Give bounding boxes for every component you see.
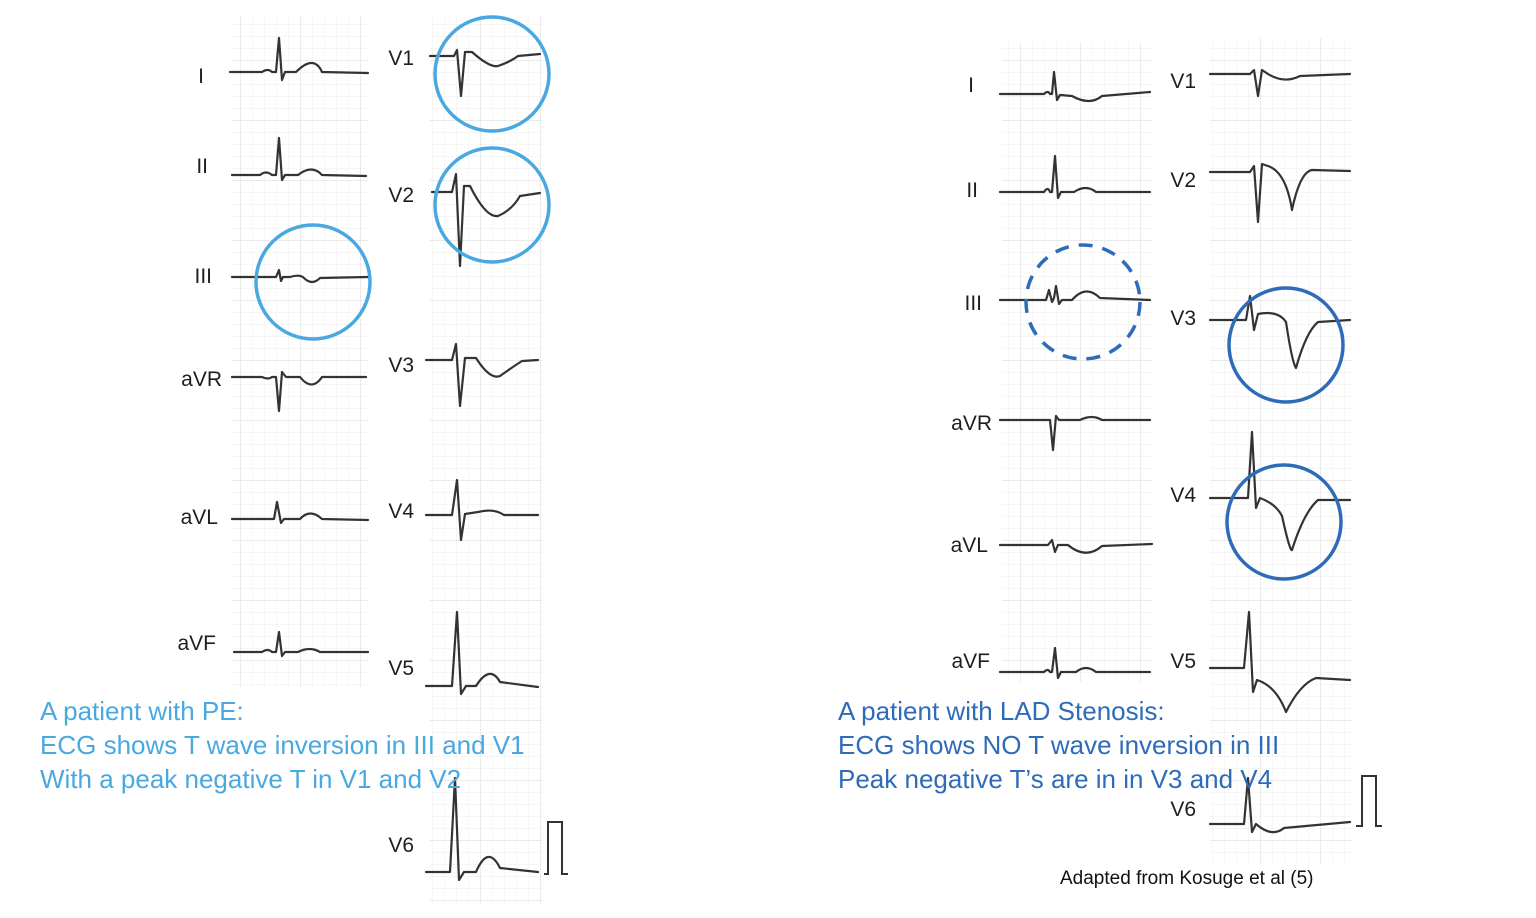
pe-trace-v2	[430, 172, 542, 268]
lad-dashed-highlight-iii-circle	[1024, 243, 1142, 361]
pe-highlight-v2-circle	[433, 146, 551, 264]
lad-trace-i	[998, 70, 1152, 103]
lad-caption-line-2: ECG shows NO T wave inversion in III	[838, 730, 1280, 760]
pe-trace-avr	[230, 370, 368, 413]
lad-trace-v2	[1208, 162, 1352, 224]
pe-lead-label-v2: V2	[388, 184, 414, 207]
lad-trace-ii	[998, 154, 1152, 200]
source-credit: Adapted from Kosuge et al (5)	[1060, 868, 1314, 889]
lad-caption-line-3: Peak negative T’s are in in V3 and V4	[838, 764, 1273, 794]
lad-calibration-pulse	[1356, 775, 1382, 827]
pe-lead-label-avf: aVF	[177, 632, 216, 655]
lad-lead-label-v3: V3	[1170, 307, 1196, 330]
pe-trace-v3	[424, 342, 540, 408]
lad-lead-label-v6: V6	[1170, 798, 1196, 821]
lad-limb-grid	[1002, 42, 1152, 682]
pe-caption-line-3: With a peak negative T in V1 and V2	[40, 764, 462, 794]
lad-highlight-v4-circle	[1225, 463, 1343, 581]
lad-lead-label-v2: V2	[1170, 169, 1196, 192]
lad-ecg-panel: I II III aVR aVL aVF V1 V2 V3 V4 V5 V6	[951, 38, 1382, 864]
pe-trace-ii	[230, 136, 368, 182]
pe-lead-label-avr: aVR	[181, 368, 222, 391]
lad-trace-v5	[1208, 610, 1352, 714]
lad-trace-avf	[998, 646, 1152, 680]
lad-trace-v1	[1208, 68, 1352, 98]
pe-caption-line-1: A patient with PE:	[40, 696, 244, 726]
pe-highlight-iii-circle	[254, 223, 372, 341]
lad-lead-label-iii: III	[964, 292, 982, 315]
pe-highlight-v1-circle	[433, 15, 551, 133]
lad-trace-v3	[1208, 294, 1352, 370]
lad-trace-v4	[1208, 430, 1352, 552]
pe-caption: A patient with PE: ECG shows T wave inve…	[40, 694, 525, 796]
pe-trace-iii	[230, 268, 370, 284]
lad-caption-line-1: A patient with LAD Stenosis:	[838, 696, 1165, 726]
lad-lead-label-v5: V5	[1170, 650, 1196, 673]
lad-highlight-v3-circle	[1227, 286, 1345, 404]
pe-lead-label-ii: II	[196, 155, 208, 178]
pe-trace-v4	[424, 478, 540, 542]
lad-caption: A patient with LAD Stenosis: ECG shows N…	[838, 694, 1279, 796]
pe-ecg-panel: I II III aVR aVL aVF V1 V2 V3 V4 V5 V6	[177, 15, 568, 905]
pe-trace-avf	[232, 630, 370, 658]
pe-trace-v5	[424, 610, 540, 696]
lad-lead-label-i: I	[968, 74, 974, 97]
lad-lead-label-avl: aVL	[951, 534, 988, 557]
pe-lead-label-iii: III	[194, 265, 212, 288]
lad-lead-label-v1: V1	[1170, 70, 1196, 93]
lad-trace-avr	[998, 414, 1152, 452]
pe-limb-grid	[232, 15, 368, 687]
pe-trace-avl	[230, 500, 370, 525]
pe-trace-v1	[428, 48, 542, 98]
lad-lead-label-v4: V4	[1170, 484, 1196, 507]
pe-lead-label-v5: V5	[388, 657, 414, 680]
pe-calibration-pulse	[544, 821, 568, 875]
pe-lead-label-v1: V1	[388, 47, 414, 70]
lad-lead-label-ii: II	[966, 179, 978, 202]
pe-trace-v6	[424, 776, 540, 882]
pe-trace-i	[228, 36, 370, 82]
pe-caption-line-2: ECG shows T wave inversion in III and V1	[40, 730, 525, 760]
pe-precordial-grid	[430, 15, 542, 905]
lad-lead-label-avr: aVR	[951, 412, 992, 435]
lad-trace-v6	[1208, 776, 1352, 834]
lad-trace-avl	[998, 538, 1154, 554]
pe-lead-label-v4: V4	[388, 500, 414, 523]
pe-lead-label-v6: V6	[388, 834, 414, 857]
pe-lead-label-i: I	[198, 65, 204, 88]
pe-lead-label-avl: aVL	[181, 506, 218, 529]
pe-lead-label-v3: V3	[388, 354, 414, 377]
lad-trace-iii	[998, 284, 1152, 306]
lad-lead-label-avf: aVF	[951, 650, 990, 673]
